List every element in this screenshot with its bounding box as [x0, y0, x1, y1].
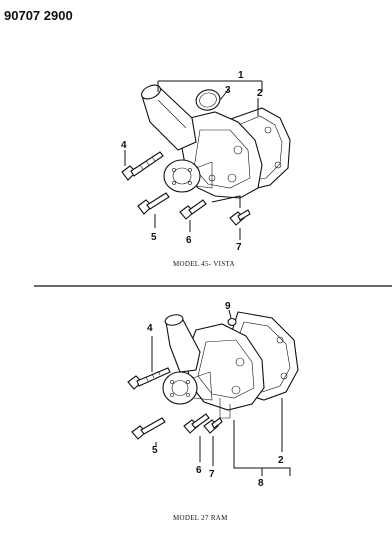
bottom-bolt-4: [127, 367, 171, 390]
callout-top-1: 1: [238, 70, 244, 81]
top-bolt-6: [179, 199, 207, 220]
callout-top-7: 7: [236, 242, 242, 253]
caption-bottom: MODEL 27 RAM: [173, 514, 228, 522]
callout-top-2: 2: [257, 88, 263, 99]
callout-bottom-2: 2: [278, 455, 284, 466]
callout-bottom-7: 7: [209, 469, 215, 480]
top-o-ring: [195, 89, 221, 111]
bottom-o-ring: [227, 317, 237, 327]
callout-bottom-6: 6: [196, 465, 202, 476]
top-bolt-5: [137, 192, 170, 215]
callout-top-6: 6: [186, 235, 192, 246]
top-view: 1 2 3 4 5 6 7 MODEL 45- VISTA: [121, 70, 291, 268]
bottom-inlet-tube: [165, 317, 201, 373]
top-bolt-4: [121, 151, 164, 181]
diagram-code: 90707 2900: [4, 8, 73, 23]
bottom-bolt-5: [131, 417, 166, 440]
callout-bottom-5: 5: [152, 445, 158, 456]
callout-top-4: 4: [121, 140, 127, 151]
top-bolt-7: [229, 209, 251, 226]
caption-top: MODEL 45- VISTA: [173, 260, 235, 268]
callout-top-5: 5: [151, 232, 157, 243]
callout-bottom-8: 8: [258, 478, 264, 489]
bottom-hub: [162, 371, 198, 405]
bottom-view: 9 4 5 6 7 2 8 MODEL 27 RAM: [127, 301, 299, 522]
callout-bottom-9: 9: [225, 301, 231, 312]
top-hub: [163, 159, 201, 193]
bottom-bolt-6: [183, 413, 210, 434]
bottom-bolt-7: [203, 417, 223, 434]
callout-bottom-4: 4: [147, 323, 153, 334]
callout-top-3: 3: [225, 85, 231, 96]
